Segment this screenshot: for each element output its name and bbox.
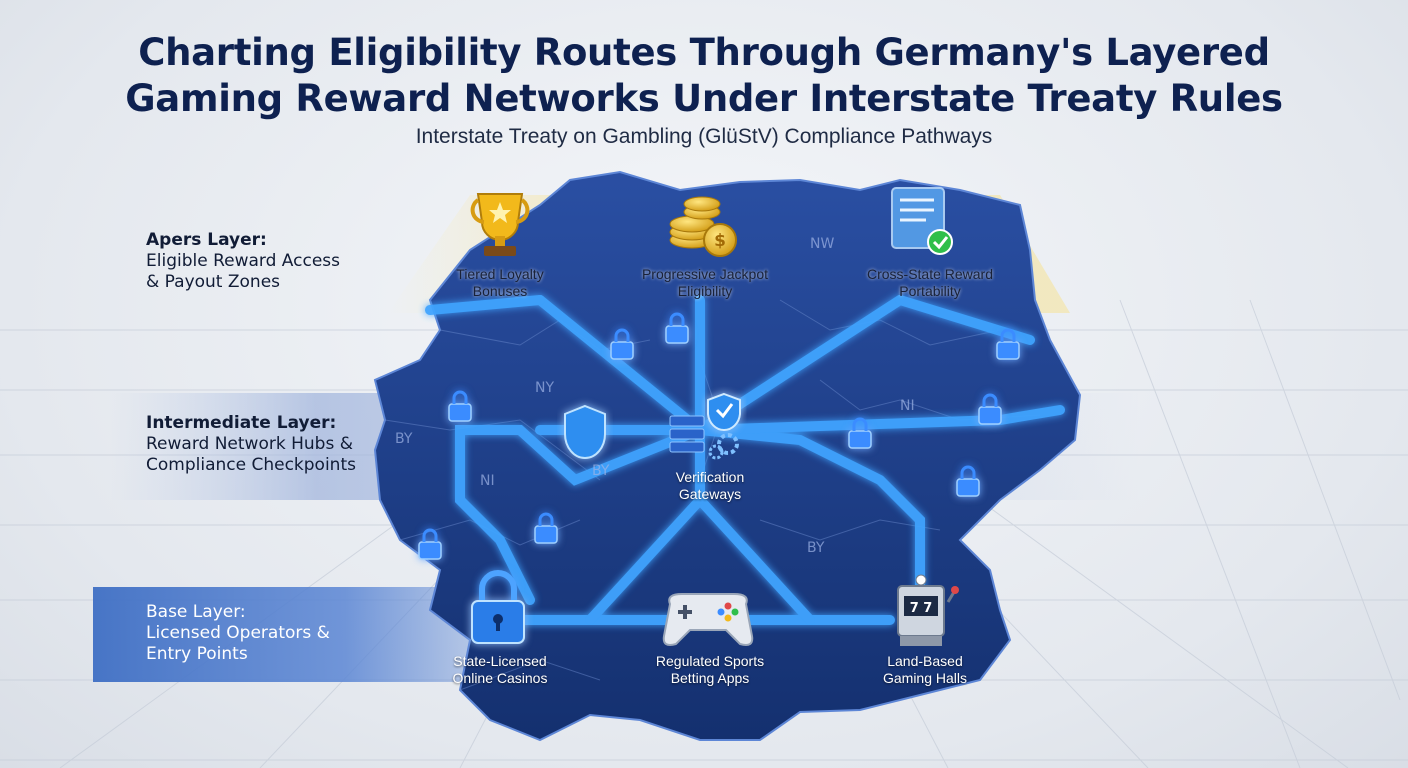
node-label-land-based-halls: Land-Based Gaming Halls xyxy=(855,653,995,687)
node-label-line: Gateways xyxy=(678,486,742,502)
node-label-line: Bonuses xyxy=(472,283,528,299)
lock-icon xyxy=(996,328,1020,360)
region-codes: NW NY BY BY NI BY NI xyxy=(395,236,915,556)
coins-icon: $ xyxy=(669,196,737,257)
intermediate-layer-desc-2: Compliance Checkpoints xyxy=(146,455,356,475)
intermediate-layer-label: Intermediate Layer: Reward Network Hubs … xyxy=(146,413,356,476)
node-label-progressive-jackpot: Progressive Jackpot Eligibility xyxy=(620,266,790,300)
base-layer-label: Base Layer: Licensed Operators & Entry P… xyxy=(146,602,330,665)
title-line-2: Gaming Reward Networks Under Interstate … xyxy=(125,77,1283,120)
region-code: NW xyxy=(810,236,834,252)
document-check-icon xyxy=(891,187,953,255)
region-code: BY xyxy=(807,540,825,556)
region-code: BY xyxy=(395,431,413,447)
node-label-line: Regulated Sports xyxy=(655,653,765,669)
padlock-large-icon xyxy=(471,570,525,644)
node-label-sports-betting-apps: Regulated Sports Betting Apps xyxy=(630,653,790,687)
page-title: Charting Eligibility Routes Through Germ… xyxy=(0,30,1408,122)
lock-icon xyxy=(848,417,872,449)
region-code: NY xyxy=(535,380,554,396)
server-shield-icon xyxy=(669,392,741,460)
node-label-state-licensed-casinos: State-Licensed Online Casinos xyxy=(430,653,570,687)
node-label-line: Progressive Jackpot xyxy=(641,266,769,282)
svg-text:$: $ xyxy=(714,231,726,251)
slot-machine-icon: 7 7 xyxy=(897,574,959,646)
node-label-line: Online Casinos xyxy=(452,670,548,686)
intermediate-layer-desc-1: Reward Network Hubs & xyxy=(146,434,353,454)
lock-icon xyxy=(610,328,634,360)
title-line-1: Charting Eligibility Routes Through Germ… xyxy=(138,31,1270,74)
trophy-icon xyxy=(470,193,530,256)
lock-icon xyxy=(956,465,980,497)
region-code: NI xyxy=(480,473,495,489)
node-label-line: Tiered Loyalty xyxy=(456,266,544,282)
shield-icon xyxy=(564,404,606,460)
lock-icon xyxy=(665,312,689,344)
lock-icon xyxy=(534,512,558,544)
node-label-line: Eligibility xyxy=(677,283,733,299)
node-label-line: State-Licensed xyxy=(453,653,547,669)
base-layer-desc-1: Licensed Operators & xyxy=(146,623,330,643)
node-label-line: Cross-State Reward xyxy=(866,266,994,282)
node-label-line: Betting Apps xyxy=(670,670,750,686)
apex-layer-head: Apers Layer: xyxy=(146,230,267,250)
intermediate-layer-head: Intermediate Layer: xyxy=(146,413,337,433)
node-label-line: Gaming Halls xyxy=(882,670,968,686)
node-label-cross-state-portability: Cross-State Reward Portability xyxy=(845,266,1015,300)
node-label-line: Portability xyxy=(899,283,961,299)
node-label-line: Land-Based xyxy=(887,653,963,669)
node-label-tiered-loyalty: Tiered Loyalty Bonuses xyxy=(425,266,575,300)
lock-icon xyxy=(978,393,1002,425)
node-label-line: Verification xyxy=(675,469,745,485)
apex-layer-desc-1: Eligible Reward Access xyxy=(146,251,340,271)
region-code: BY xyxy=(592,463,610,479)
base-layer-desc-2: Entry Points xyxy=(146,644,248,664)
svg-text:7 7: 7 7 xyxy=(910,601,933,616)
apex-layer-label: Apers Layer: Eligible Reward Access & Pa… xyxy=(146,230,340,293)
lock-icon xyxy=(448,390,472,422)
lock-icon xyxy=(418,528,442,560)
apex-layer-desc-2: & Payout Zones xyxy=(146,272,281,292)
region-code: NI xyxy=(900,398,915,414)
node-label-verification-gateways: Verification Gateways xyxy=(640,469,780,503)
base-layer-head: Base Layer: xyxy=(146,602,246,622)
gamepad-icon xyxy=(662,593,754,646)
page-subtitle: Interstate Treaty on Gambling (GlüStV) C… xyxy=(415,125,993,148)
lock-icons xyxy=(418,312,1020,560)
reward-routes xyxy=(425,295,1065,625)
